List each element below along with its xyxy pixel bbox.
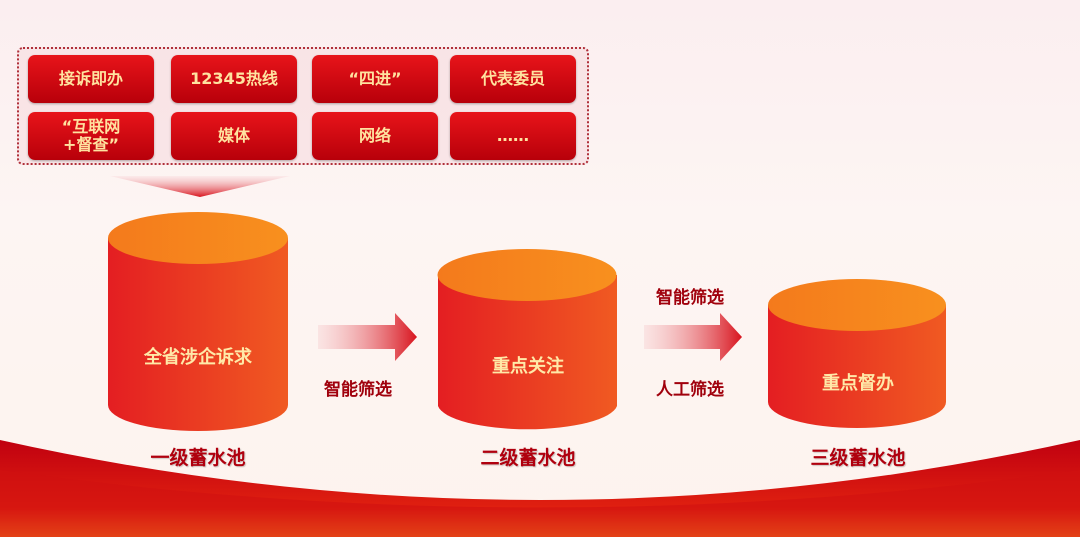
source-button[interactable]: 接诉即办 <box>28 55 154 103</box>
cylinder-3 <box>768 279 946 428</box>
source-button[interactable]: 媒体 <box>171 112 297 160</box>
source-button[interactable]: 网络 <box>312 112 438 160</box>
cylinder-1 <box>108 212 288 431</box>
source-button[interactable]: “四进” <box>312 55 438 103</box>
arrow-1 <box>318 313 417 361</box>
arrow-2-label-top: 智能筛选 <box>656 288 724 308</box>
arrow-2 <box>644 313 742 361</box>
pool-2-content: 重点关注 <box>492 356 564 377</box>
pool-3-content: 重点督办 <box>822 373 894 394</box>
funnel-arrow <box>110 176 290 197</box>
arrow-2-label-bottom: 人工筛选 <box>656 380 724 400</box>
pool-1-content: 全省涉企诉求 <box>144 347 252 368</box>
source-button[interactable]: “互联网+督查” <box>28 112 154 160</box>
source-button[interactable]: …… <box>450 112 576 160</box>
source-button[interactable]: 12345热线 <box>171 55 297 103</box>
pool-3-label: 三级蓄水池 <box>810 447 906 469</box>
source-button[interactable]: 代表委员 <box>450 55 576 103</box>
pool-1-label: 一级蓄水池 <box>150 447 246 469</box>
arrow-1-label: 智能筛选 <box>324 380 392 400</box>
cylinder-2 <box>437 249 617 430</box>
pool-2-label: 二级蓄水池 <box>480 447 576 469</box>
